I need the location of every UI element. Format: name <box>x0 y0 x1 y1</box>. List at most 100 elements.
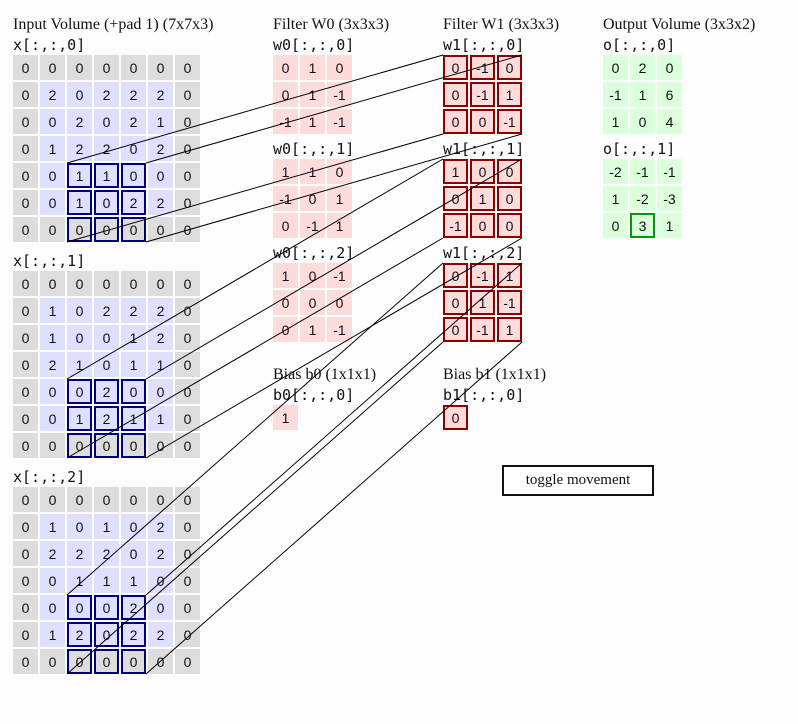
input-cell: 0 <box>13 325 38 350</box>
input-cell: 0 <box>13 109 38 134</box>
filter-cell: 0 <box>497 55 522 80</box>
output-cell: 1 <box>603 186 628 211</box>
filter-cell: 0 <box>470 109 495 134</box>
input-cell: 0 <box>148 379 173 404</box>
input-cell: 0 <box>175 568 200 593</box>
filter-cell: 1 <box>300 159 325 184</box>
input-cell: 0 <box>13 217 38 242</box>
input-cell: 0 <box>13 55 38 80</box>
input-cell: 0 <box>40 217 65 242</box>
input-cell: 1 <box>67 568 92 593</box>
input-cell: 2 <box>121 82 146 107</box>
input-cell: 0 <box>13 352 38 377</box>
input-cell: 0 <box>121 514 146 539</box>
input-cell: 0 <box>67 649 92 674</box>
filter-cell: 0 <box>300 263 325 288</box>
input-cell: 0 <box>121 217 146 242</box>
toggle-movement-button[interactable]: toggle movement <box>502 465 654 496</box>
filter-cell: -1 <box>327 82 352 107</box>
filter-cell: 1 <box>273 263 298 288</box>
input-cell: 2 <box>148 298 173 323</box>
input-cell: 0 <box>175 271 200 296</box>
input-cell: 0 <box>40 433 65 458</box>
filter-cell: -1 <box>470 55 495 80</box>
input-cell: 1 <box>40 514 65 539</box>
filter-cell: 0 <box>497 213 522 238</box>
input-cell: 2 <box>121 622 146 647</box>
input-cell: 0 <box>67 379 92 404</box>
input-cell: 0 <box>121 136 146 161</box>
input-cell: 2 <box>67 136 92 161</box>
output-cell: -1 <box>603 82 628 107</box>
filter-cell: -1 <box>327 109 352 134</box>
input-cell: 0 <box>13 190 38 215</box>
input-slice-2-label: x[:,:,2] <box>13 468 86 486</box>
input-cell: 0 <box>175 595 200 620</box>
filter-cell: -1 <box>497 290 522 315</box>
input-cell: 0 <box>148 487 173 512</box>
input-cell: 0 <box>148 217 173 242</box>
input-cell: 0 <box>175 406 200 431</box>
input-cell: 2 <box>121 595 146 620</box>
input-cell: 0 <box>40 271 65 296</box>
output-cell: 0 <box>603 55 628 80</box>
filter-cell: -1 <box>470 82 495 107</box>
filter-cell: 0 <box>327 290 352 315</box>
output-cell: 1 <box>630 82 655 107</box>
bias-cell: 0 <box>443 405 468 430</box>
input-cell: 1 <box>40 136 65 161</box>
filter-cell: -1 <box>327 317 352 342</box>
input-cell: 2 <box>94 298 119 323</box>
output-cell: 2 <box>630 55 655 80</box>
input-cell: 0 <box>175 109 200 134</box>
output-cell: 0 <box>603 213 628 238</box>
input-volume-title: Input Volume (+pad 1) (7x7x3) <box>13 16 214 33</box>
input-cell: 1 <box>94 163 119 188</box>
input-cell: 1 <box>40 325 65 350</box>
input-cell: 0 <box>175 325 200 350</box>
filter-cell: 0 <box>443 290 468 315</box>
input-cell: 0 <box>40 379 65 404</box>
filter-cell: -1 <box>470 263 495 288</box>
input-cell: 2 <box>121 298 146 323</box>
input-cell: 0 <box>40 163 65 188</box>
input-cell: 1 <box>121 406 146 431</box>
input-cell: 0 <box>94 622 119 647</box>
input-cell: 2 <box>67 622 92 647</box>
input-cell: 0 <box>13 595 38 620</box>
input-cell: 0 <box>148 595 173 620</box>
input-cell: 0 <box>148 271 173 296</box>
input-cell: 0 <box>67 82 92 107</box>
filter-cell: 0 <box>443 263 468 288</box>
output-cell: 1 <box>657 213 682 238</box>
input-cell: 0 <box>175 649 200 674</box>
input-slice-0-label: x[:,:,0] <box>13 36 86 54</box>
w0-slice-1-label: w0[:,:,1] <box>273 140 355 158</box>
input-cell: 0 <box>40 595 65 620</box>
input-cell: 2 <box>148 190 173 215</box>
input-cell: 0 <box>121 487 146 512</box>
input-cell: 0 <box>94 649 119 674</box>
filter-cell: 0 <box>443 186 468 211</box>
filter-cell: 0 <box>443 317 468 342</box>
filter-cell: 0 <box>327 159 352 184</box>
input-cell: 2 <box>148 136 173 161</box>
input-cell: 1 <box>94 514 119 539</box>
input-cell: 0 <box>94 271 119 296</box>
input-cell: 0 <box>148 649 173 674</box>
input-cell: 2 <box>67 541 92 566</box>
filter-cell: 0 <box>273 213 298 238</box>
input-cell: 0 <box>94 433 119 458</box>
w0-slice-0-label: w0[:,:,0] <box>273 36 355 54</box>
input-cell: 0 <box>175 190 200 215</box>
w1-slice-0-label: w1[:,:,0] <box>443 36 525 54</box>
input-cell: 1 <box>148 352 173 377</box>
input-cell: 0 <box>40 487 65 512</box>
filter-cell: 0 <box>300 290 325 315</box>
input-cell: 0 <box>94 55 119 80</box>
filter-cell: 1 <box>300 317 325 342</box>
input-cell: 1 <box>67 163 92 188</box>
input-cell: 0 <box>175 379 200 404</box>
input-cell: 0 <box>94 595 119 620</box>
input-cell: 0 <box>13 514 38 539</box>
